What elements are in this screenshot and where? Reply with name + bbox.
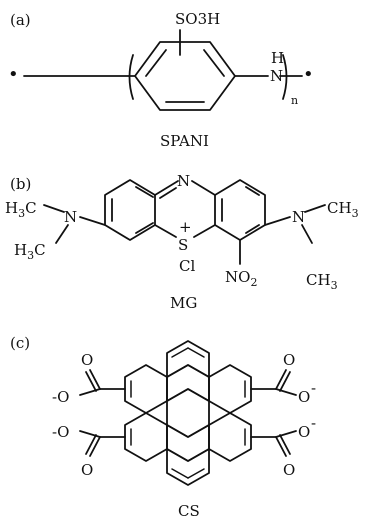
ring-double-bond-1 xyxy=(145,49,167,77)
right-ring-double-1 xyxy=(245,186,260,196)
ring-n-atom: N xyxy=(177,172,190,190)
right-amine-n: N xyxy=(292,208,305,226)
bond-cur-om xyxy=(275,388,297,396)
oxygen: O xyxy=(81,351,93,369)
benzene-ring xyxy=(134,41,236,111)
negative-charge: - xyxy=(311,379,316,397)
oxygen: O xyxy=(81,461,93,479)
bond-right-me-bottom xyxy=(301,224,313,244)
chain-end-dot-right: • xyxy=(303,64,314,85)
coronene-core xyxy=(124,340,252,486)
left-ring-double-2 xyxy=(135,186,154,198)
repeat-subscript: n xyxy=(291,94,298,107)
panel-a: (a) SO3H • H N n • SPANI xyxy=(8,10,314,150)
bond-clr-o xyxy=(275,436,287,457)
amine-h: H xyxy=(271,49,284,67)
bond-cll-o xyxy=(89,436,101,457)
positive-charge: + xyxy=(179,218,192,236)
bond-right-me-top xyxy=(304,204,326,213)
panel-b: (b) N S + Cl NO2 N H3C H3C N C xyxy=(5,172,359,312)
chain-end-dot-left: • xyxy=(8,64,19,85)
methyl-top-right: CH3 xyxy=(327,199,359,220)
mg-caption: MG xyxy=(170,294,197,312)
bond-left-to-n xyxy=(154,180,179,196)
core-ring-center xyxy=(166,388,210,438)
carboxylate-upper-left: O -O xyxy=(52,351,126,406)
carboxylate-oxygen-anion: -O xyxy=(52,388,69,406)
panel-b-label: (b) xyxy=(10,175,31,193)
oxygen: O xyxy=(283,351,295,369)
bond-left-me-bottom xyxy=(55,224,69,244)
bracket-left xyxy=(128,54,134,100)
core-ring-top xyxy=(166,364,210,402)
core-cap-bottom xyxy=(166,448,210,486)
bond-clr-om xyxy=(275,430,297,438)
bond-cul-o2 xyxy=(85,371,97,392)
oxygen: O xyxy=(283,461,295,479)
left-ring-double-3 xyxy=(135,222,154,234)
bond-left-to-s xyxy=(154,224,177,238)
db-1 xyxy=(171,347,189,358)
nitro-group: NO2 xyxy=(225,268,257,289)
carboxylate-oxygen-anion: -O xyxy=(52,423,69,441)
bond-right-amine xyxy=(264,216,291,226)
so3h-group-label: SO3H xyxy=(175,10,220,28)
core-ring-bottom xyxy=(166,424,210,462)
methyl-top-left: H3C xyxy=(5,199,37,220)
bond-n-to-right xyxy=(191,180,216,196)
spani-caption: SPANI xyxy=(160,132,209,150)
cs-caption: CS xyxy=(178,502,200,520)
carboxylate-oxygen: O xyxy=(298,423,310,441)
core-ring-lower-left xyxy=(124,412,168,462)
db-4 xyxy=(187,468,205,479)
bond-cul-o xyxy=(89,369,101,390)
carboxylate-oxygen: O xyxy=(298,388,310,406)
panel-c-label: (c) xyxy=(10,334,30,352)
db-2 xyxy=(187,347,205,358)
core-ring-lower-right xyxy=(208,412,252,462)
carboxylate-lower-left: O -O xyxy=(52,423,126,479)
bond-s-to-right xyxy=(193,224,216,238)
carboxylate-lower-right: O O - xyxy=(250,414,316,479)
left-amine-n: N xyxy=(64,208,77,226)
bond-cul-om xyxy=(79,388,101,396)
bond-cll-om xyxy=(79,430,101,438)
chloride: Cl xyxy=(179,257,195,275)
carboxylate-upper-right: O O - xyxy=(250,351,316,406)
panel-c: (c) xyxy=(10,334,316,520)
bond-cll-o2 xyxy=(85,434,97,455)
methyl-bottom-left: H3C xyxy=(14,241,46,262)
db-3 xyxy=(171,468,189,479)
sulfonium-s: S xyxy=(178,236,188,254)
bond-cur-o xyxy=(275,369,287,390)
bond-left-amine xyxy=(79,216,106,226)
bracket-right xyxy=(282,54,288,100)
bond-clr-o2 xyxy=(279,434,291,455)
amine-n: N xyxy=(270,67,283,85)
panel-a-label: (a) xyxy=(10,11,31,29)
bond-left-me-top xyxy=(43,204,65,213)
right-ring-double-3 xyxy=(245,224,260,234)
core-cap-top xyxy=(166,340,210,378)
ring-double-bond-2 xyxy=(203,49,225,77)
negative-charge: - xyxy=(311,414,316,432)
methyl-bottom-right: CH3 xyxy=(306,271,338,292)
bond-cur-o2 xyxy=(279,371,291,392)
mid-double-1 xyxy=(159,187,177,199)
